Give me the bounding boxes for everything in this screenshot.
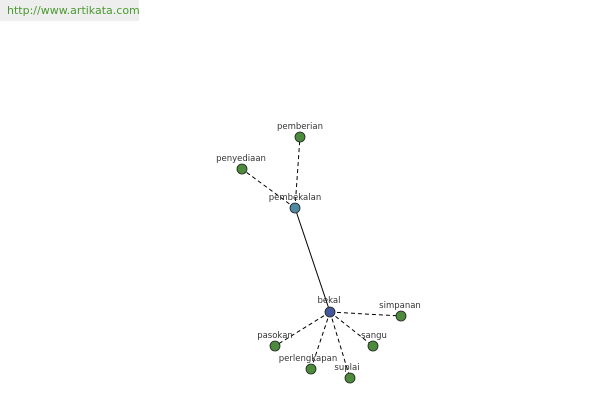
edge-pembekalan-penyediaan xyxy=(241,168,296,209)
node-simpanan[interactable] xyxy=(395,310,407,322)
node-sangu[interactable] xyxy=(367,340,379,352)
node-penyediaan[interactable] xyxy=(236,163,248,175)
node-label-pemberian[interactable]: pemberian xyxy=(277,122,323,132)
node-label-penyediaan[interactable]: penyediaan xyxy=(216,154,266,164)
url-link[interactable]: http://www.artikata.com xyxy=(7,4,140,17)
edge-bekal-suplai xyxy=(329,311,351,379)
node-pembekalan[interactable] xyxy=(289,202,301,214)
node-suplai[interactable] xyxy=(344,372,356,384)
node-label-pasokan[interactable]: pasokan xyxy=(257,331,293,341)
edge-bekal-simpanan xyxy=(329,311,402,317)
edge-bekal-sangu xyxy=(329,311,374,347)
node-perlengkapan[interactable] xyxy=(305,363,317,375)
node-label-perlengkapan[interactable]: perlengkapan xyxy=(279,354,337,364)
edge-bekal-pembekalan xyxy=(294,207,331,313)
node-pemberian[interactable] xyxy=(294,131,306,143)
edge-pembekalan-pemberian xyxy=(294,136,301,209)
edge-bekal-pasokan xyxy=(274,311,331,347)
node-label-suplai[interactable]: suplai xyxy=(334,363,359,373)
node-label-bekal[interactable]: bekal xyxy=(318,296,341,306)
node-pasokan[interactable] xyxy=(269,340,281,352)
url-bar: http://www.artikata.com xyxy=(0,0,140,21)
node-label-sangu[interactable]: sangu xyxy=(361,331,387,341)
node-label-simpanan[interactable]: simpanan xyxy=(379,301,421,311)
graph-edges xyxy=(241,136,402,379)
graph-labels: bekal pembekalan pemberian penyediaan simpan… xyxy=(216,122,421,373)
graph-nodes xyxy=(236,131,407,384)
node-bekal[interactable] xyxy=(324,306,336,318)
node-label-pembekalan[interactable]: pembekalan xyxy=(269,193,321,203)
edge-bekal-perlengkapan xyxy=(310,311,331,370)
